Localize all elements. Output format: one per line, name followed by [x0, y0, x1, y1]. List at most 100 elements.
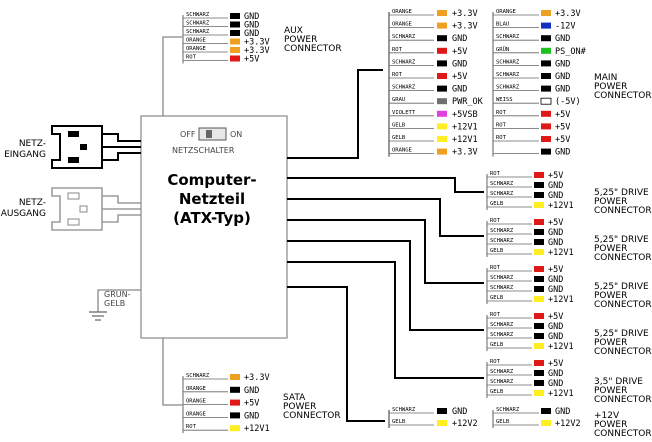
- main-connector-left-pin: [437, 47, 447, 54]
- drive-connector-2-pin: [534, 249, 544, 255]
- aux-connector-wire-color-label: SCHWARZ: [186, 29, 210, 35]
- p12-connector-right-wire-label: SCHWARZ: [496, 407, 520, 413]
- aux-cable: [162, 36, 183, 116]
- drive-connector-4-pin: [534, 323, 544, 329]
- aux-connector-label-2: POWER: [284, 35, 317, 45]
- sata-connector-wire-color-label: ORANGE: [186, 411, 206, 417]
- ground-label-2: GELB: [104, 299, 125, 308]
- main-connector-right-pin: [541, 47, 551, 54]
- main-connector-left-signal: +3.3V: [452, 9, 478, 19]
- drive-connector-3-wire-color-label: SCHWARZ: [490, 285, 514, 291]
- drive-connector-2-label-3: CONNECTOR: [594, 253, 652, 263]
- p12-connector-label-1: +12V: [594, 411, 620, 421]
- main-connector-right-pin: [540, 97, 552, 105]
- drive-connector-1-label-2: POWER: [594, 197, 627, 207]
- aux-connector-signal-label: GND: [244, 12, 259, 22]
- psu-title-line-2: Netzteil: [179, 190, 245, 208]
- drive-connector-2-pin: [534, 229, 544, 235]
- main-connector-right-signal: GND: [555, 34, 570, 44]
- sata-connector-wire-color-label: ORANGE: [186, 399, 206, 405]
- drive-cable-5: [287, 261, 484, 379]
- drive-connector-1-pin: [534, 172, 544, 178]
- main-connector-left-pin: [437, 98, 447, 105]
- drive-connector-3-label-1: 5,25" DRIVE: [594, 282, 649, 292]
- main-connector-left-pin: [437, 85, 447, 92]
- drive-connector-5-label-1: 3,5" DRIVE: [594, 377, 643, 387]
- main-connector-left-wire-label: SCHWARZ: [392, 59, 416, 65]
- main-connector-left-signal: GND: [452, 85, 467, 95]
- drive-connector-5-wire-color-label: SCHWARZ: [490, 379, 514, 385]
- sata-connector-signal-label: GND: [244, 386, 259, 396]
- main-connector-right-signal: GND: [555, 72, 570, 82]
- sata-connector-signal-label: +3.3V: [244, 373, 270, 383]
- drive-connector-1-wire-color-label: ROT: [490, 171, 501, 177]
- drive-connector-3-wire-color-label: ROT: [490, 265, 501, 271]
- drive-connector-1-pin: [534, 182, 544, 188]
- main-connector-right-wire-label: SCHWARZ: [496, 85, 520, 91]
- drive-cable-2: [287, 198, 484, 237]
- main-connector-right-signal: +5V: [555, 135, 570, 145]
- main-connector-right-wire-label: ROT: [496, 122, 507, 128]
- switch-on-label: ON: [230, 130, 242, 139]
- main-connector-left-pin: [437, 148, 447, 155]
- drive-connector-1-label-3: CONNECTOR: [594, 206, 652, 216]
- drive-connector-5-wire-color-label: ROT: [490, 359, 501, 365]
- drive-connector-2-wire-color-label: SCHWARZ: [490, 228, 514, 234]
- main-connector-left-signal: +3.3V: [452, 22, 478, 32]
- drive-connector-5-pin: [534, 380, 544, 386]
- main-connector-left-wire-label: ORANGE: [392, 22, 412, 28]
- mains-out-label-2: AUSGANG: [1, 209, 46, 219]
- main-connector-left-wire-label: GELB: [392, 122, 406, 128]
- drive-connector-2-pin: [534, 239, 544, 245]
- main-connector-left-signal: GND: [452, 34, 467, 44]
- p12-connector-left-pin: [437, 420, 447, 426]
- main-connector-left-pin: [437, 110, 447, 117]
- drive-connector-3-pin: [534, 296, 544, 302]
- drive-connector-5-label-2: POWER: [594, 386, 627, 396]
- p12-connector-right-pin: [541, 408, 551, 414]
- main-connector-right-pin: [541, 148, 551, 155]
- aux-connector-pin: [230, 13, 240, 19]
- p12-connector-right-signal: +12V2: [555, 419, 581, 429]
- main-connector-left-pin: [437, 136, 447, 142]
- drive-connector-4-signal-label: +5V: [548, 312, 563, 322]
- main-connector-left-signal: +5VSB: [452, 110, 478, 120]
- main-connector-right-signal: +5V: [555, 122, 570, 132]
- main-connector-right-signal: GND: [555, 59, 570, 69]
- sata-connector-pin: [230, 425, 240, 432]
- main-connector-left-pin: [437, 10, 447, 16]
- main-connector-right-wire-label: GRÜN: [496, 46, 509, 53]
- aux-connector-wire-color-label: ROT: [186, 55, 197, 61]
- main-connector-right-pin: [541, 35, 551, 42]
- ground-label-1: GRÜN-: [104, 289, 131, 299]
- aux-connector-wire-color-label: SCHWARZ: [186, 21, 210, 27]
- drive-connector-5-signal-label: +12V1: [548, 389, 574, 399]
- main-connector-left-wire-label: GELB: [392, 135, 406, 141]
- drive-cable-3: [287, 219, 484, 284]
- sata-connector-signal-label: +5V: [244, 399, 259, 409]
- main-connector-right-wire-label: SCHWARZ: [496, 34, 520, 40]
- sata-connector-signal-label: GND: [244, 411, 259, 421]
- p12-connector-left-pin: [437, 408, 447, 414]
- drive-connector-3-signal-label: +12V1: [548, 295, 574, 305]
- aux-connector-pin: [230, 21, 240, 28]
- drive-connector-4-signal-label: GND: [548, 322, 563, 332]
- drive-connector-5-pin: [534, 370, 544, 376]
- drive-connector-5-wire-color-label: SCHWARZ: [490, 369, 514, 375]
- main-connector-left-pin: [437, 73, 447, 79]
- sata-connector-label-3: CONNECTOR: [283, 411, 341, 421]
- aux-connector-pin: [230, 30, 240, 36]
- connectors-layer: SCHWARZ GND SCHWARZ GND SCHWARZ GND ORANGE +3.3…: [182, 9, 652, 439]
- sata-connector-wire-color-label: ORANGE: [186, 386, 206, 392]
- main-connector-label-3: CONNECTOR: [594, 91, 652, 101]
- aux-connector-wire-color-label: SCHWARZ: [186, 12, 210, 18]
- drive-connector-4-label-2: POWER: [594, 338, 627, 348]
- main-connector-right-signal: GND: [555, 148, 570, 158]
- power-switch-knob[interactable]: [206, 130, 212, 138]
- drive-connector-3-pin: [534, 286, 544, 292]
- drive-connector-3-wire-color-label: SCHWARZ: [490, 275, 514, 281]
- aux-connector-wire-color-label: ORANGE: [186, 38, 206, 44]
- p12-cable: [287, 286, 385, 422]
- power-switch[interactable]: [198, 127, 227, 141]
